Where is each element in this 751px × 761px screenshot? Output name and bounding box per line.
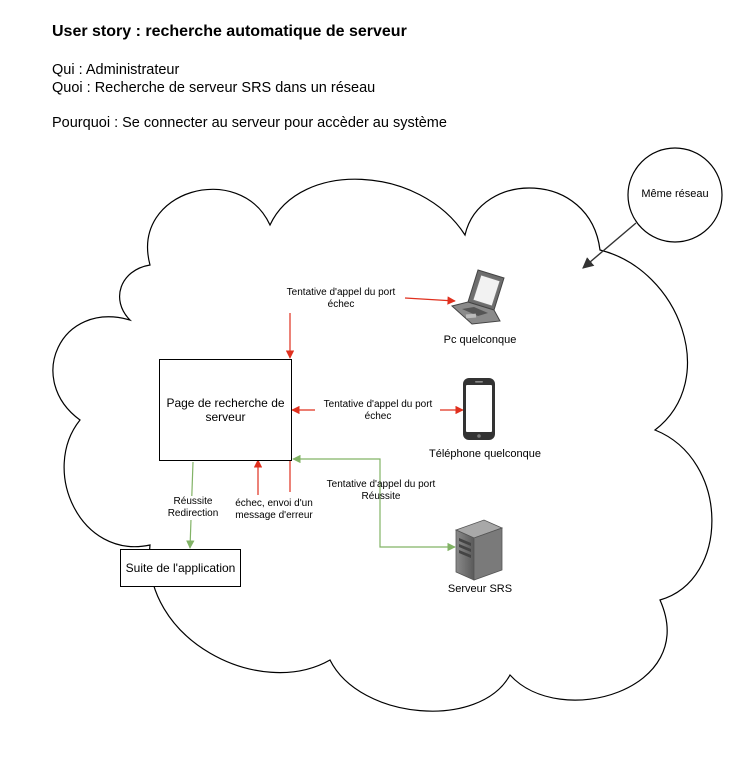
story-title: User story : recherche automatique de se… (52, 23, 407, 40)
success-line1: Réussite (173, 496, 213, 507)
server-success-arrow (292, 454, 456, 552)
server-attempt-line1: Tentative d'appel du port (326, 479, 436, 490)
pc-attempt-line1: Tentative d'appel du port (286, 287, 396, 298)
phone-attempt-line1: Tentative d'appel du port (323, 399, 433, 410)
app-next-box: Suite de l'application (120, 549, 241, 587)
pc-attempt-label: Tentative d'appel du port échec (276, 287, 406, 311)
same-network-circle (627, 147, 723, 243)
story-qui: Qui : Administrateur (52, 62, 180, 78)
phone-attempt-label: Tentative d'appel du port échec (313, 399, 443, 423)
network-cloud (52, 178, 713, 712)
story-quoi: Quoi : Recherche de serveur SRS dans un … (52, 80, 376, 96)
success-redirect-label: Réussite Redirection (158, 496, 228, 520)
success-line2: Redirection (167, 508, 219, 519)
smartphone-icon (463, 378, 495, 440)
story-pourquoi: Pourquoi : Se connecter au serveur pour … (52, 115, 447, 131)
laptop-icon (450, 269, 505, 325)
server-tower-icon (454, 519, 504, 581)
phone-attempt-line2: échec (364, 411, 392, 422)
app-next-label: Suite de l'application (125, 561, 236, 575)
search-page-box: Page de recherche de serveur (159, 359, 292, 461)
pc-attempt-line2: échec (327, 299, 355, 310)
same-network-label: Même réseau (641, 188, 709, 200)
server-attempt-line2: Réussite (361, 491, 401, 502)
server-attempt-label: Tentative d'appel du port Réussite (316, 479, 446, 503)
error-line2: message d'erreur (235, 510, 313, 521)
pc-label: Pc quelconque (443, 334, 517, 346)
error-line1: échec, envoi d'un (235, 498, 313, 509)
error-return-label: échec, envoi d'un message d'erreur (228, 498, 320, 522)
same-network-pointer (582, 222, 637, 269)
search-page-label: Page de recherche de serveur (166, 396, 285, 424)
server-label: Serveur SRS (447, 583, 513, 595)
phone-label: Téléphone quelconque (429, 448, 541, 460)
pc-attempt-arrow (404, 296, 456, 305)
